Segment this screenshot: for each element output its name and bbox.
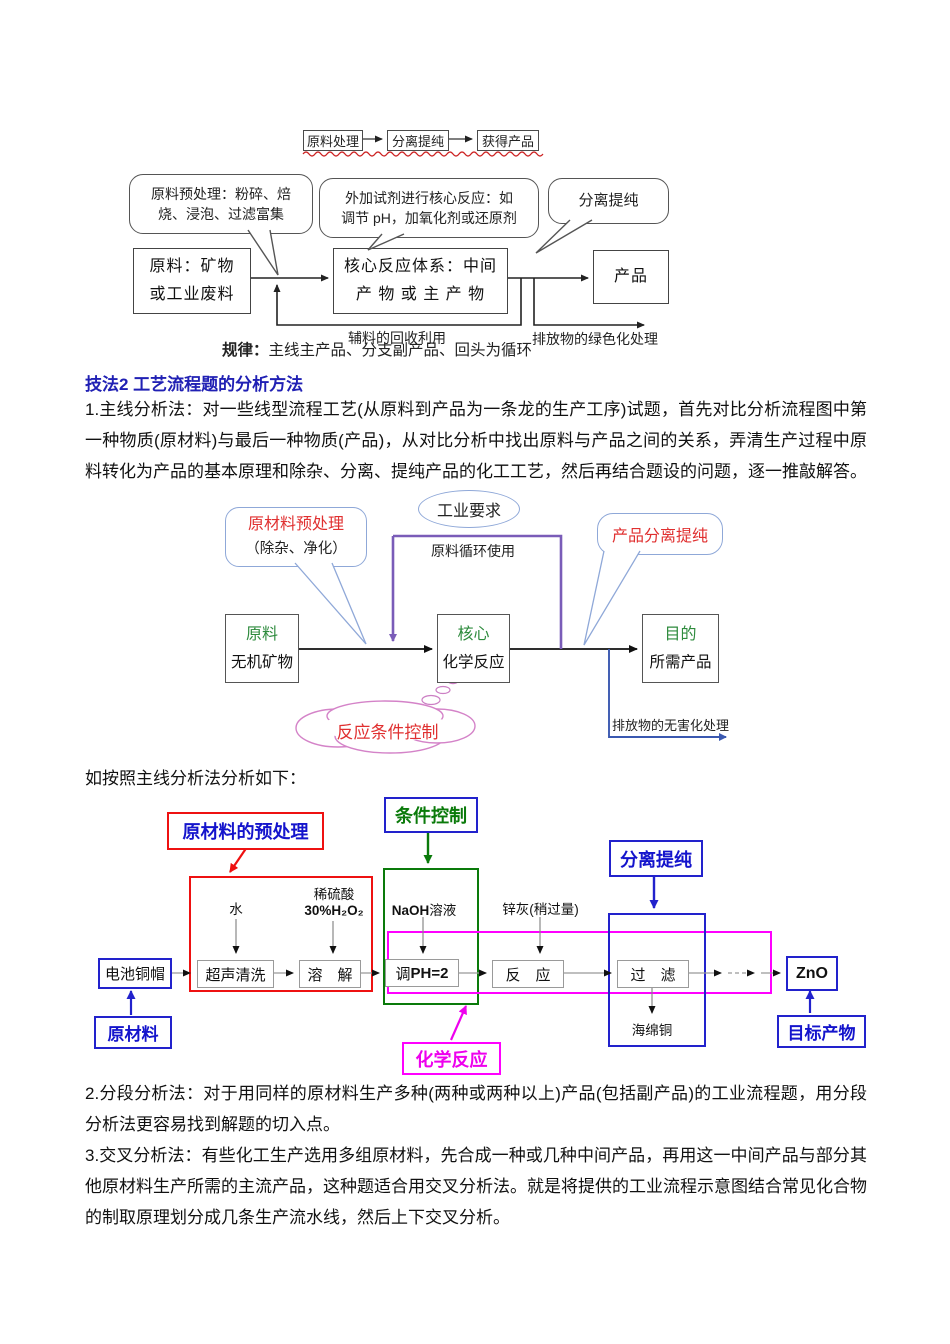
callout-line: 分离提纯 bbox=[578, 192, 639, 209]
rule-label: 规律： bbox=[222, 342, 269, 359]
closing-paragraphs: 2.分段分析法：对于用同样的原材料生产多种(两种或两种以上)产品(包括副产品)的… bbox=[85, 1078, 867, 1233]
reagent-acid-peroxide: 稀硫酸 30%H₂O₂ bbox=[295, 883, 373, 918]
flow-text: 过 滤 bbox=[630, 966, 676, 984]
rule-line: 规律：主线主产品、分支副产品、回头为循环 bbox=[222, 338, 532, 360]
box-raw-material: 原料 无机矿物 bbox=[225, 614, 299, 683]
callout-raw-pretreatment: 原材料预处理 （除杂、净化） bbox=[225, 507, 367, 567]
step-label: 分离提纯 bbox=[391, 134, 444, 149]
box-line-green: 目的 bbox=[664, 625, 697, 643]
callout-line: 烧、浸泡、过滤富集 bbox=[158, 206, 284, 222]
step-obtain-product: 获得产品 bbox=[477, 130, 539, 151]
reagent-line: 稀硫酸 bbox=[313, 887, 355, 902]
diagram-mainline-analysis: 原材料预处理 （除杂、净化） 工业要求 原料循环使用 产品分离提纯 原料 无机矿… bbox=[180, 485, 780, 777]
flow-text: ZnO bbox=[796, 964, 828, 982]
paragraph-segment-method: 2.分段分析法：对于用同样的原材料生产多种(两种或两种以上)产品(包括副产品)的… bbox=[85, 1084, 867, 1134]
flow-text: 超声清洗 bbox=[205, 966, 266, 984]
callout-line: 调节 pH，加氧化剂或还原剂 bbox=[341, 210, 517, 226]
flow-text: 调 bbox=[395, 965, 411, 983]
frame-separation bbox=[608, 913, 706, 1047]
diagram-process-overview: 原料处理 分离提纯 获得产品 原料预处理：粉碎、焙 烧、浸泡、过滤富集 外加试剂… bbox=[100, 125, 700, 360]
callout-line: 原材料预处理 bbox=[247, 516, 344, 533]
diagram-zno-process: 原材料的预处理 条件控制 分离提纯 原材料 化学反应 目标产物 水 稀硫酸 30… bbox=[85, 795, 950, 1080]
label-chemical-reaction: 化学反应 bbox=[402, 1042, 501, 1075]
label-text: 条件控制 bbox=[395, 806, 467, 826]
step-label: 获得产品 bbox=[481, 134, 534, 149]
box-raw-material: 原料：矿物 或工业废料 bbox=[133, 248, 251, 314]
step-label: 原料处理 bbox=[306, 134, 359, 149]
box-line: 核心反应体系：中间 bbox=[343, 258, 497, 275]
reagent-zinc-ash: 锌灰(稍过量) bbox=[502, 902, 579, 917]
callout-line: （除杂、净化） bbox=[245, 541, 347, 557]
section-heading: 技法2 工艺流程题的分析方法 bbox=[85, 375, 304, 394]
box-core-system: 核心反应体系：中间 产 物 或 主 产 物 bbox=[333, 248, 508, 314]
box-line-green: 原料 bbox=[245, 625, 278, 643]
lead-sentence: 如按照主线分析法分析如下： bbox=[85, 769, 306, 788]
rule-text: 主线主产品、分支副产品、回头为循环 bbox=[268, 342, 533, 359]
flow-product-zno: ZnO bbox=[786, 956, 838, 991]
paragraph-mainline-method: 1.主线分析法：对一些线型流程工艺(从原料到产品为一条龙的生产工序)试题，首先对… bbox=[85, 400, 867, 481]
box-line: 化学反应 bbox=[442, 653, 505, 671]
diagram1-tails bbox=[247, 219, 593, 276]
flow-text-bold: PH=2 bbox=[410, 964, 449, 982]
callout-line: 外加试剂进行核心反应：如 bbox=[345, 190, 513, 206]
cloud-label: 反应条件控制 bbox=[336, 723, 439, 742]
label-condition-control: 条件控制 bbox=[384, 797, 478, 833]
label-separation: 分离提纯 bbox=[609, 840, 703, 877]
box-line: 所需产品 bbox=[649, 653, 712, 671]
label-raw-material: 原材料 bbox=[94, 1016, 172, 1049]
flow-text: 电池铜帽 bbox=[104, 966, 165, 983]
recycle-label: 辅料的回收利用 bbox=[348, 330, 446, 346]
discharge-label: 排放物的绿色化处理 bbox=[532, 331, 658, 347]
bubble-industry-requirement: 工业要求 bbox=[418, 490, 520, 528]
callout-core-reaction: 外加试剂进行核心反应：如 调节 pH，加氧化剂或还原剂 bbox=[319, 178, 539, 238]
callout-pretreatment: 原料预处理：粉碎、焙 烧、浸泡、过滤富集 bbox=[129, 174, 313, 234]
box-core-reaction: 核心 化学反应 bbox=[437, 614, 510, 683]
label-text: 化学反应 bbox=[415, 1049, 488, 1070]
flow-react: 反 应 bbox=[492, 960, 564, 988]
reagent-normal: 溶液 bbox=[429, 903, 457, 918]
step-raw-treatment: 原料处理 bbox=[303, 130, 363, 151]
reagent-water: 水 bbox=[229, 902, 243, 917]
flow-text: 溶 解 bbox=[307, 966, 353, 984]
label-text: 分离提纯 bbox=[620, 849, 692, 870]
frame-condition-control bbox=[383, 868, 479, 1005]
callout-separation: 分离提纯 bbox=[548, 178, 669, 224]
paragraph-cross-method: 3.交叉分析法：有些化工生产选用多组原材料，先合成一种或几种中间产品，再用这一中… bbox=[85, 1146, 867, 1227]
callout-line: 原料预处理：粉碎、焙 bbox=[151, 186, 291, 202]
label-raw-pretreatment: 原材料的预处理 bbox=[167, 812, 324, 850]
reagent-naoh: NaOH溶液 bbox=[383, 899, 465, 919]
discharge-label: 排放物的无害化处理 bbox=[612, 718, 730, 733]
flow-filter: 过 滤 bbox=[617, 960, 689, 988]
frame-pretreatment bbox=[189, 876, 373, 992]
bubble-text: 工业要求 bbox=[436, 503, 501, 520]
reagent-line: 30%H₂O₂ bbox=[304, 903, 364, 918]
box-target-product: 目的 所需产品 bbox=[642, 614, 719, 683]
label-target-product: 目标产物 bbox=[777, 1015, 866, 1048]
callout-line: 产品分离提纯 bbox=[611, 528, 708, 545]
recycle-label: 原料循环使用 bbox=[431, 543, 515, 559]
diagram1-lines bbox=[249, 135, 645, 329]
box-line: 无机矿物 bbox=[230, 653, 293, 671]
box-line: 产品 bbox=[613, 268, 648, 285]
box-line: 产 物 或 主 产 物 bbox=[355, 286, 486, 303]
label-text: 原材料的预处理 bbox=[182, 822, 309, 842]
callout-product-separation: 产品分离提纯 bbox=[597, 513, 723, 555]
flow-text: 反 应 bbox=[505, 966, 551, 984]
box-line-green: 核心 bbox=[457, 625, 490, 643]
flow-battery-cap: 电池铜帽 bbox=[98, 958, 172, 989]
box-product: 产品 bbox=[593, 250, 669, 304]
flow-ultrasonic-wash: 超声清洗 bbox=[197, 960, 274, 988]
red-wavy-underline bbox=[302, 151, 544, 157]
label-text: 原材料 bbox=[107, 1025, 159, 1044]
box-line: 或工业废料 bbox=[149, 286, 235, 303]
byproduct-sponge-copper: 海绵铜 bbox=[631, 1023, 673, 1038]
box-line: 原料：矿物 bbox=[149, 258, 235, 275]
reagent-bold: NaOH bbox=[391, 903, 430, 918]
flow-dissolve: 溶 解 bbox=[299, 960, 361, 988]
label-text: 目标产物 bbox=[787, 1024, 856, 1043]
step-separation: 分离提纯 bbox=[387, 130, 449, 151]
